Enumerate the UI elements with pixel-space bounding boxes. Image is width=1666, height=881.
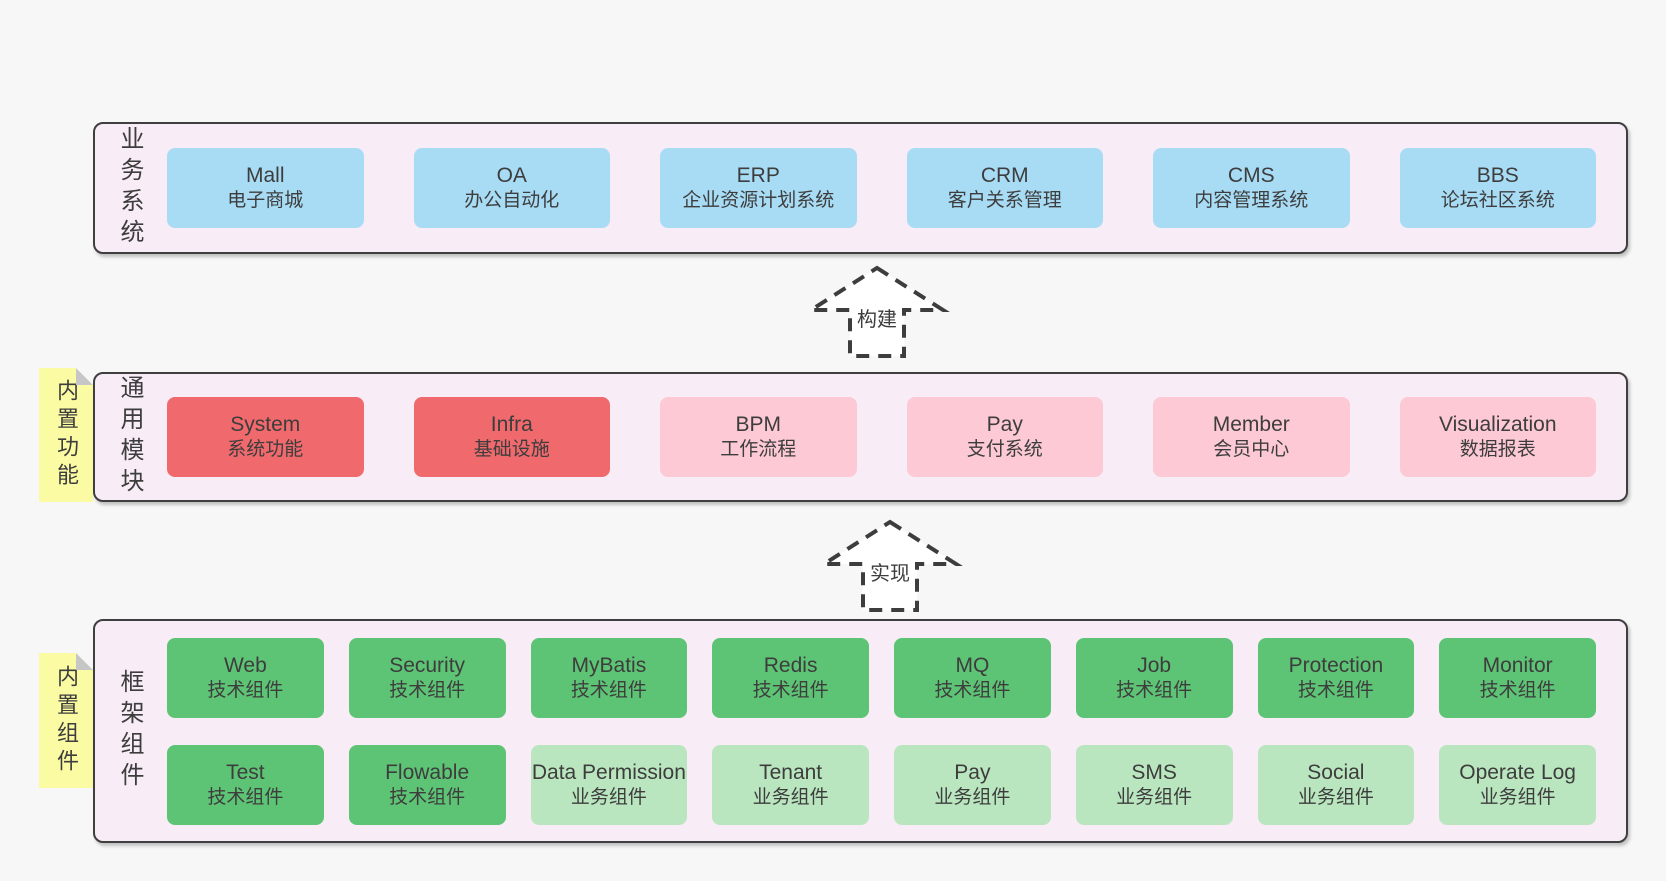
- box-cms: CMS 内容管理系统: [1153, 148, 1350, 228]
- box-sms: SMS 业务组件: [1075, 744, 1233, 825]
- band-framework-components-label: 框架组件: [116, 669, 143, 793]
- modules-boxes-row: System 系统功能 Infra 基础设施 BPM 工作流程 Pay 支付系统…: [167, 397, 1596, 477]
- band-business-systems-label: 业务系统: [116, 126, 143, 250]
- implement-arrow: [817, 519, 963, 612]
- box-member: Member 会员中心: [1153, 397, 1350, 477]
- box-pay-component: Pay 业务组件: [894, 744, 1051, 825]
- implement-arrow-label: 实现: [870, 563, 910, 585]
- band-common-modules: 通用模块 System 系统功能 Infra 基础设施 BPM 工作流程 Pay…: [93, 372, 1628, 502]
- build-arrow: [804, 265, 950, 358]
- box-system: System 系统功能: [167, 397, 364, 477]
- box-bbs: BBS 论坛社区系统: [1399, 148, 1596, 228]
- band-framework-components: 框架组件 Web 技术组件 Security 技术组件 MyBatis 技术组件…: [93, 619, 1628, 843]
- box-monitor: Monitor 技术组件: [1439, 637, 1596, 718]
- box-security: Security 技术组件: [348, 637, 506, 718]
- box-web: Web 技术组件: [167, 637, 324, 718]
- sticky-note-built-in-features: 内置功能: [39, 368, 93, 502]
- note-fold-corner-icon: [76, 368, 93, 385]
- box-social: Social 业务组件: [1257, 744, 1415, 825]
- business-boxes-row: Mall 电子商城 OA 办公自动化 ERP 企业资源计划系统 CRM 客户关系…: [167, 148, 1596, 228]
- framework-row-2: Test 技术组件 Flowable 技术组件 Data Permission …: [167, 744, 1596, 825]
- box-mybatis: MyBatis 技术组件: [530, 637, 688, 718]
- box-flowable: Flowable 技术组件: [348, 744, 506, 825]
- box-operate-log: Operate Log 业务组件: [1439, 744, 1596, 825]
- framework-boxes-grid: Web 技术组件 Security 技术组件 MyBatis 技术组件 Redi…: [167, 637, 1596, 825]
- box-crm: CRM 客户关系管理: [906, 148, 1103, 228]
- box-job: Job 技术组件: [1075, 637, 1233, 718]
- box-test: Test 技术组件: [167, 744, 324, 825]
- build-arrow-label: 构建: [857, 309, 897, 331]
- box-infra: Infra 基础设施: [413, 397, 610, 477]
- framework-row-1: Web 技术组件 Security 技术组件 MyBatis 技术组件 Redi…: [167, 637, 1596, 718]
- box-erp: ERP 企业资源计划系统: [660, 148, 857, 228]
- band-business-systems: 业务系统 Mall 电子商城 OA 办公自动化 ERP 企业资源计划系统 CRM…: [93, 122, 1628, 254]
- box-tenant: Tenant 业务组件: [712, 744, 869, 825]
- box-redis: Redis 技术组件: [712, 637, 869, 718]
- box-oa: OA 办公自动化: [413, 148, 610, 228]
- box-pay-module: Pay 支付系统: [906, 397, 1103, 477]
- box-mq: MQ 技术组件: [894, 637, 1051, 718]
- box-protection: Protection 技术组件: [1257, 637, 1415, 718]
- note-fold-corner-icon: [76, 653, 93, 670]
- box-mall: Mall 电子商城: [167, 148, 364, 228]
- sticky-note-built-in-components: 内置组件: [39, 653, 93, 788]
- band-common-modules-label: 通用模块: [116, 375, 143, 499]
- box-visualization: Visualization 数据报表: [1399, 397, 1596, 477]
- box-data-permission: Data Permission 业务组件: [530, 744, 688, 825]
- box-bpm: BPM 工作流程: [660, 397, 857, 477]
